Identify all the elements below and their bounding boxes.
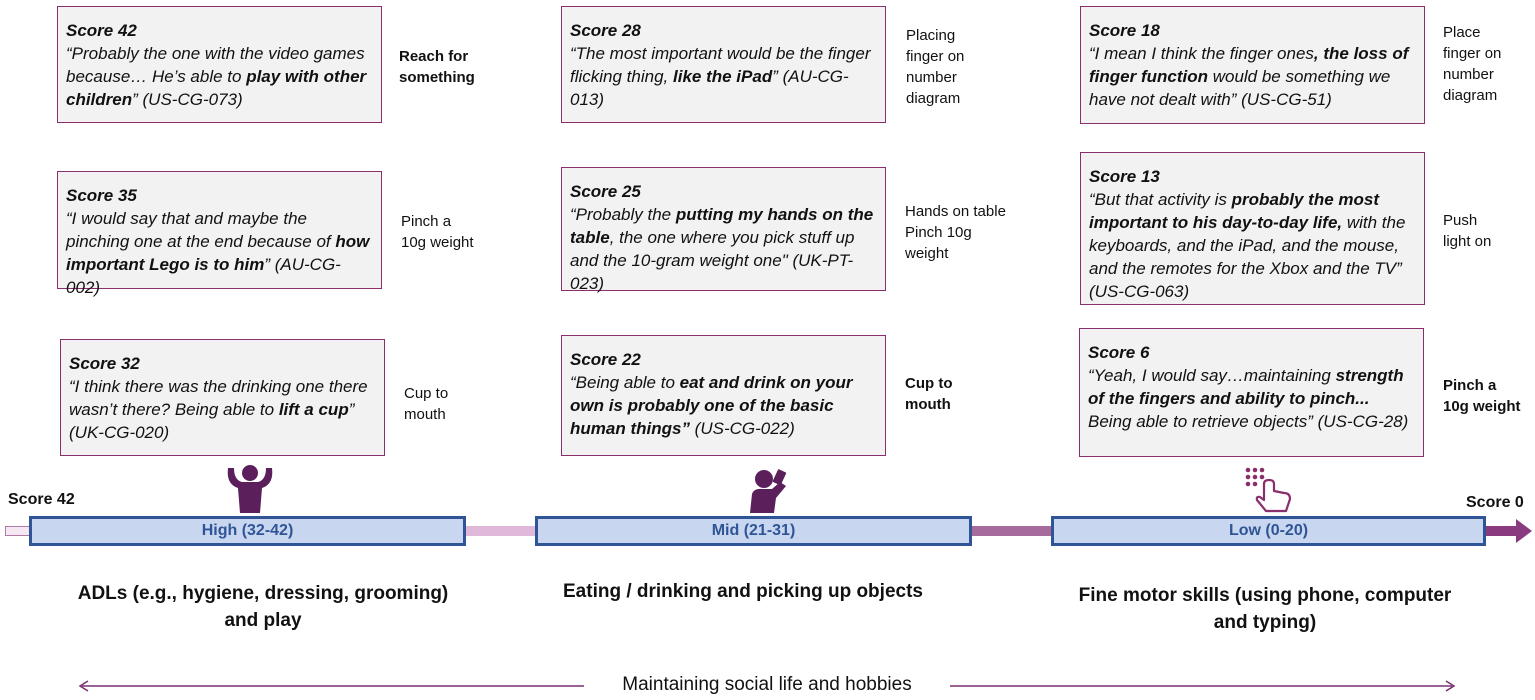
quote-fragment: with the keyboards, and the iPad, and th… (1089, 213, 1406, 301)
quote-fragment: “But that activity is (1089, 190, 1232, 209)
quote-text: “I mean I think the finger ones, the los… (1089, 44, 1408, 109)
quote-text: “The most important would be the finger … (570, 44, 870, 109)
quote-emphasis: play with other children (66, 67, 367, 109)
quote-fragment: “Probably the one with the video games b… (66, 44, 365, 86)
finger-tapping-keypad-icon (1245, 467, 1292, 513)
quote-text: “But that activity is probably the most … (1089, 190, 1405, 301)
quote-box-score-18: Score 18 “I mean I think the finger ones,… (1080, 6, 1425, 124)
quote-score: Score 25 (570, 182, 641, 201)
footer-right-arrow (950, 680, 1456, 692)
quote-box-score-25: Score 25 “Probably the putting my hands o… (561, 167, 886, 293)
quote-emphasis: strength of the fingers and ability to p… (1088, 366, 1404, 408)
band-mid: Mid (21-31) (535, 516, 972, 546)
domain-label-adls: ADLs (e.g., hygiene, dressing, grooming)… (77, 583, 449, 631)
quote-fragment: ” (AU-CG-013) (570, 67, 849, 109)
arrow-segment-mid-low (970, 526, 1053, 536)
quote-text: “Probably the one with the video games b… (66, 44, 366, 109)
quote-emphasis: probably the most important to his day-t… (1089, 190, 1380, 232)
quote-fragment: (US-CG-022) (689, 419, 795, 438)
quote-fragment: Being able to retrieve objects” (US-CG-2… (1088, 412, 1409, 431)
task-label-pinch-low: Pinch a 10g weight (1443, 377, 1521, 415)
person-arms-raised-icon (227, 465, 273, 513)
quote-box-score-42: Score 42 “Probably the one with the video… (57, 6, 382, 123)
quote-emphasis: like the iPad (673, 67, 773, 86)
quote-fragment: “I think there was the drinking one ther… (69, 377, 368, 419)
quote-box-score-32: Score 32 “I think there was the drinking … (60, 339, 385, 456)
quote-score: Score 35 (66, 186, 137, 205)
axis-left-label: Score 42 (8, 491, 75, 508)
task-label-push-light: Push light on (1443, 212, 1492, 250)
quote-fragment: , the one where you pick stuff up and th… (570, 228, 855, 293)
quote-fragment: “Probably the (570, 205, 676, 224)
task-label-reach: Reach for something (399, 48, 475, 86)
quote-text: “I would say that and maybe the pinching… (66, 209, 369, 297)
quote-box-score-6: Score 6 “Yeah, I would say…maintaining st… (1079, 328, 1424, 457)
quote-score: Score 18 (1089, 21, 1160, 40)
quote-fragment: “I would say that and maybe the pinching… (66, 209, 336, 251)
quote-emphasis: , the loss of finger function (1089, 44, 1409, 86)
quote-box-score-28: Score 28 “The most important would be the… (561, 6, 886, 123)
footer-left-arrow (78, 680, 584, 692)
quote-text: “I think there was the drinking one ther… (69, 377, 368, 442)
arrow-segment-end (1484, 526, 1518, 536)
quote-fragment: ” (UK-CG-020) (69, 400, 355, 442)
band-low: Low (0-20) (1051, 516, 1486, 546)
arrow-segment-start (5, 526, 31, 536)
footer-label: Maintaining social life and hobbies (622, 674, 912, 695)
task-label-cup-mid: Cup to mouth (905, 375, 953, 413)
quote-text: “Probably the putting my hands on the ta… (570, 205, 873, 293)
quote-text: “Yeah, I would say…maintaining strength … (1088, 366, 1408, 431)
quote-fragment: ” (AU-CG-002) (66, 255, 341, 297)
band-high: High (32-42) (29, 516, 466, 546)
quote-fragment: “Yeah, I would say…maintaining (1088, 366, 1336, 385)
quote-fragment: “I mean I think the finger ones (1089, 44, 1314, 63)
task-label-placing-finger: Placing finger on number diagram (906, 27, 965, 107)
domain-label-eating: Eating / drinking and picking up objects (563, 581, 923, 602)
quote-fragment: “The most important would be the finger … (570, 44, 871, 86)
task-label-cup: Cup to mouth (404, 385, 449, 423)
quote-emphasis: eat and drink on your own is probably on… (570, 373, 853, 438)
task-label-place-finger: Place finger on number diagram (1443, 24, 1502, 104)
quote-score: Score 32 (69, 354, 140, 373)
quote-fragment: would be something we have not dealt wit… (1089, 67, 1391, 109)
quote-score: Score 28 (570, 21, 641, 40)
arrow-segment-high-mid (465, 526, 537, 536)
quote-box-score-22: Score 22 “Being able to eat and drink on … (561, 335, 886, 456)
quote-score: Score 42 (66, 21, 137, 40)
person-drinking-icon (750, 469, 787, 513)
quote-emphasis: putting my hands on the table (570, 205, 874, 247)
quote-fragment: “Being able to (570, 373, 680, 392)
quote-fragment: ” (US-CG-073) (132, 90, 243, 109)
quote-box-score-13: Score 13 “But that activity is probably t… (1080, 152, 1425, 305)
task-label-hands-on-table: Hands on table Pinch 10g weight (905, 203, 1006, 262)
quote-score: Score 6 (1088, 343, 1150, 362)
quote-text: “Being able to eat and drink on your own… (570, 373, 853, 438)
quote-score: Score 22 (570, 350, 641, 369)
task-label-pinch: Pinch a 10g weight (401, 213, 474, 251)
quote-emphasis: lift a cup (278, 400, 349, 419)
arrow-head-icon (1516, 519, 1532, 543)
domain-label-fine-motor: Fine motor skills (using phone, computer… (1078, 585, 1452, 633)
quote-box-score-35: Score 35 “I would say that and maybe the … (57, 171, 382, 297)
axis-right-label: Score 0 (1466, 494, 1524, 511)
quote-score: Score 13 (1089, 167, 1160, 186)
quote-emphasis: how important Lego is to him (66, 232, 370, 274)
